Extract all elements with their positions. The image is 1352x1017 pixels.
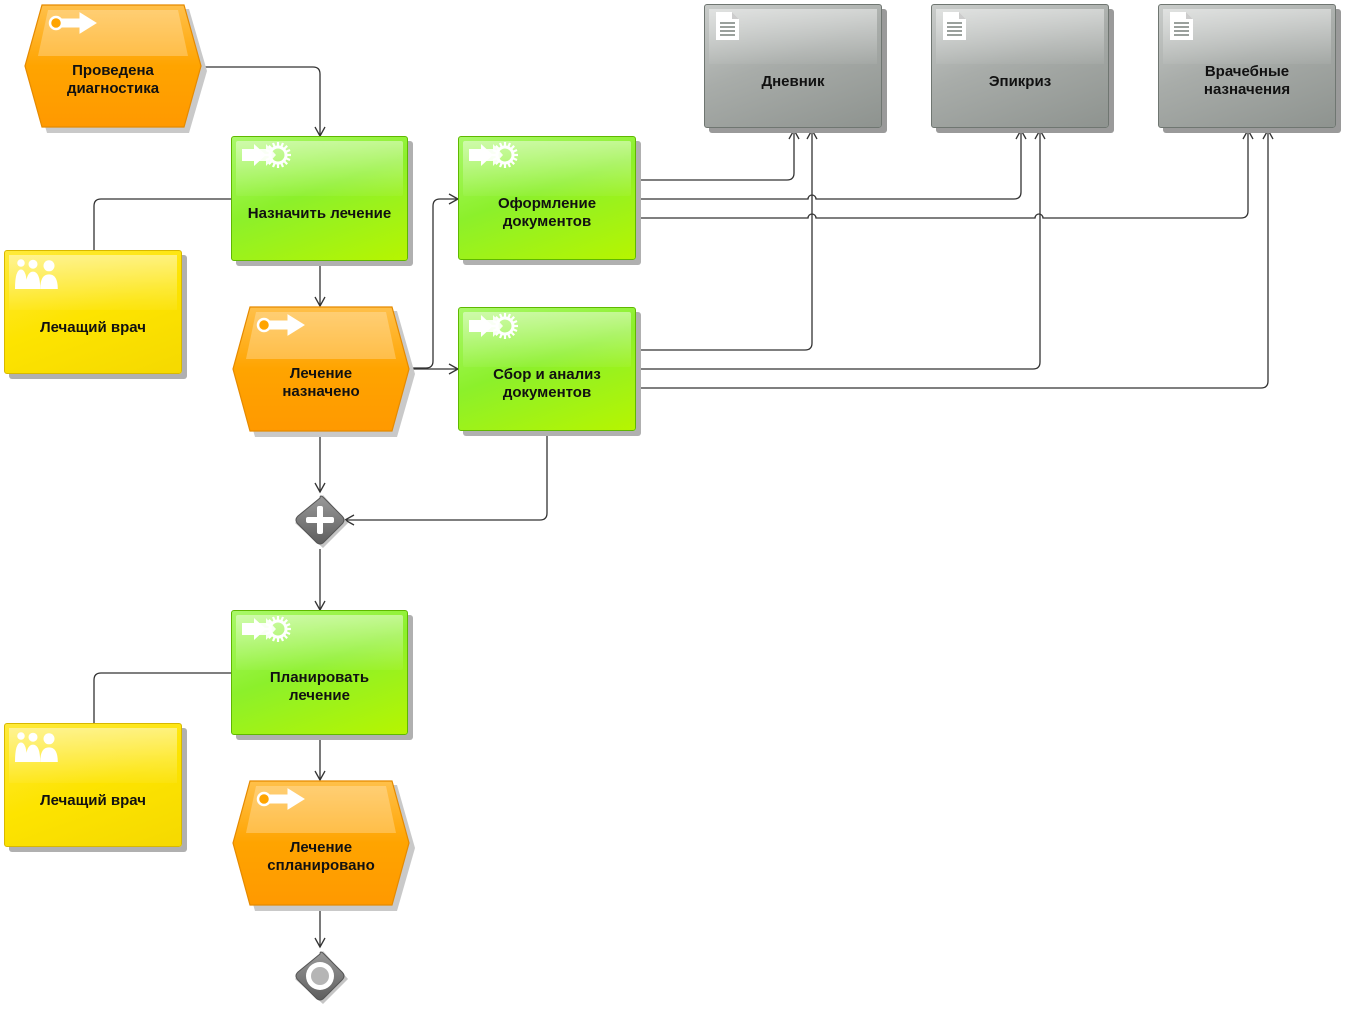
node-label-line: Планировать — [269, 669, 370, 686]
connector-ev2-fn2 — [410, 193, 460, 369]
connector-role1-fn1 — [93, 198, 231, 250]
document-d1[interactable]: Дневник — [704, 4, 882, 128]
function-icon — [467, 142, 523, 175]
node-label-line: Врачебные — [1204, 63, 1290, 80]
function-icon — [240, 616, 296, 649]
connector-role2-fn4 — [93, 672, 231, 723]
people-icon — [11, 253, 63, 296]
connector-fn2-d3 — [636, 128, 1254, 219]
node-label-line: Лечащий врач — [40, 792, 146, 809]
node-label-line: Дневник — [761, 73, 825, 90]
function-icon — [467, 313, 523, 346]
node-label-line: документов — [502, 213, 592, 230]
event-icon — [256, 312, 308, 343]
role-r1[interactable]: Лечащий врач — [4, 250, 182, 374]
node-label-line: диагностика — [66, 80, 160, 97]
connector-fn3-and — [343, 432, 548, 526]
function-icon — [240, 142, 296, 175]
role-r2[interactable]: Лечащий врач — [4, 723, 182, 847]
document-icon — [713, 11, 741, 46]
node-label-line: назначения — [1203, 81, 1291, 98]
document-icon — [1167, 11, 1195, 46]
connector-ev1-fn1 — [202, 66, 326, 138]
event-hexagon — [232, 306, 415, 437]
end-gateway[interactable] — [292, 948, 348, 1004]
event-hexagon — [24, 4, 207, 133]
document-icon — [940, 11, 968, 46]
plus-icon — [306, 506, 334, 534]
node-label: Назначить лечение — [232, 205, 407, 223]
node-label: Лечащий врач — [5, 319, 181, 337]
node-label-line: Эпикриз — [988, 73, 1052, 90]
node-label-line: Лечение — [289, 839, 353, 856]
connector-fn3-d3 — [636, 128, 1274, 389]
node-label-line: Проведена — [72, 62, 154, 79]
node-label-line: Лечение — [289, 365, 353, 382]
people-icon — [11, 726, 63, 769]
event-icon — [48, 10, 100, 41]
node-label: Лечащий врач — [5, 792, 181, 810]
function-fn1[interactable]: Назначить лечение — [231, 136, 408, 261]
node-label-line: Назначить лечение — [247, 205, 392, 222]
connector-fn2-d2 — [636, 128, 1027, 200]
event-icon — [256, 786, 308, 817]
document-d2[interactable]: Эпикриз — [931, 4, 1109, 128]
node-label-line: Сбор и анализ — [493, 366, 601, 383]
node-label-line: спланировано — [267, 857, 375, 874]
node-label-line: назначено — [282, 383, 360, 400]
node-label: Эпикриз — [932, 73, 1108, 91]
connector-fn3-d1 — [636, 128, 818, 351]
node-label-line: Оформление — [497, 195, 597, 212]
end-circle-icon — [306, 962, 334, 990]
connector-fn3-d2 — [636, 128, 1046, 370]
node-label-line: лечение — [289, 687, 350, 704]
node-label-line: Лечащий врач — [40, 319, 146, 336]
and-gateway[interactable] — [292, 492, 348, 548]
node-label-line: документов — [502, 384, 592, 401]
connector-fn2-d1 — [636, 128, 800, 181]
node-label: Дневник — [705, 73, 881, 91]
